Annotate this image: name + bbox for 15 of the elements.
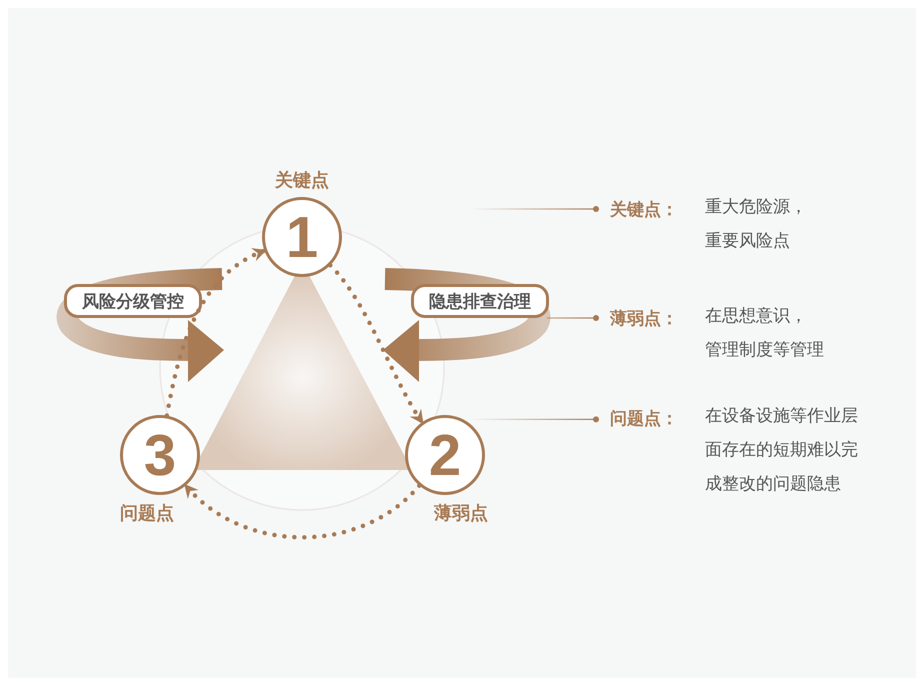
dotted-arrow <box>328 263 424 424</box>
dotted-arrow <box>183 483 422 540</box>
leader-line <box>547 315 599 321</box>
dotted-arrow <box>164 248 267 418</box>
item-heading: 薄弱点： <box>610 308 678 330</box>
point-label: 薄弱点 <box>434 502 488 525</box>
point-label: 关键点 <box>275 169 329 192</box>
item-heading: 关键点： <box>610 199 678 221</box>
item-description: 重大危险源，重要风险点 <box>705 196 808 253</box>
item-description: 在设备设施等作业层面存在的短期难以完成整改的问题隐患 <box>705 405 859 496</box>
point-label: 问题点 <box>120 502 174 525</box>
label-pill: 风险分级管控 <box>64 284 202 318</box>
item-heading: 问题点： <box>610 408 678 430</box>
label-pill: 隐患排查治理 <box>411 284 549 318</box>
item-description: 在思想意识，管理制度等管理 <box>705 305 825 362</box>
